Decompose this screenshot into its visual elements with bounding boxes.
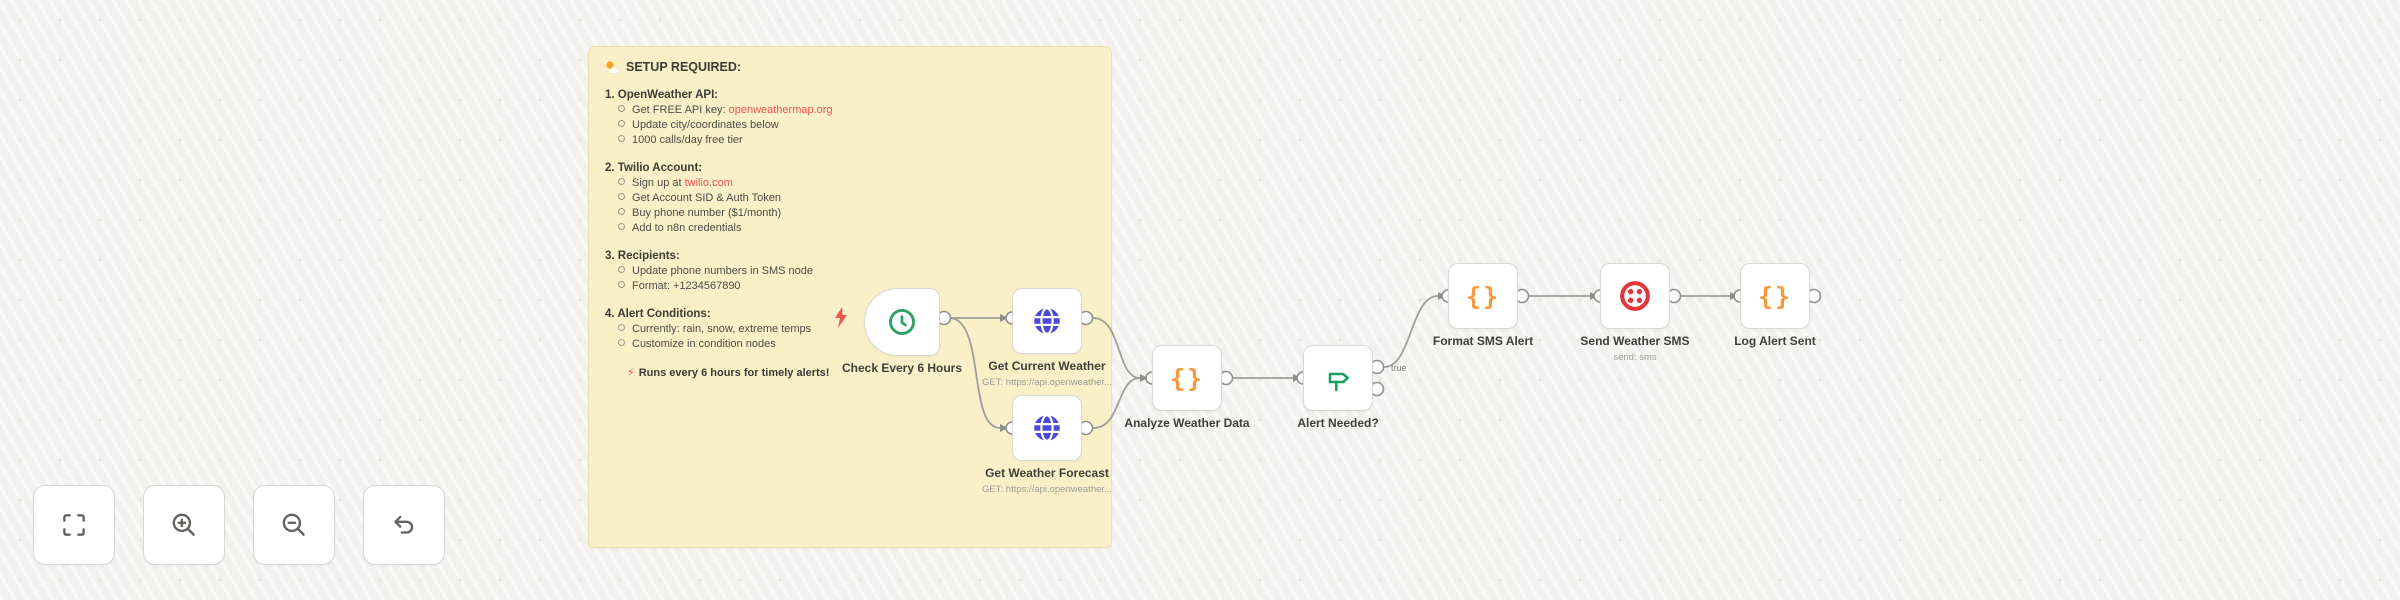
list-item: Add to n8n credentials [618,221,1095,236]
code-icon: {} [1757,281,1793,311]
code-icon: {} [1169,363,1205,393]
sticky-section-recipients: 3. Recipients: Update phone numbers in S… [605,249,1095,294]
node-label: Format SMS Alert [1432,334,1534,348]
node-label: Get Current Weather GET: https://api.ope… [937,359,1157,390]
connection-edge[interactable] [1092,317,1141,379]
reset-zoom-button[interactable] [363,485,445,565]
node-box[interactable] [1303,345,1373,411]
undo-arrow-icon [394,515,414,534]
node-subtitle: GET: https://api.openweather... [982,377,1112,388]
list-item: Update city/coordinates below [618,118,1095,133]
list-item: Get FREE API key: openweathermap.org [618,103,1095,118]
section-heading: 1. OpenWeather API: [605,89,719,101]
bullet-icon [618,324,625,331]
node-box[interactable] [1600,263,1670,329]
fit-view-icon [63,514,85,536]
connection-edge[interactable] [1383,295,1439,368]
section-heading: 4. Alert Conditions: [605,308,711,320]
canvas-controls [33,485,445,565]
list-item: Update phone numbers in SMS node [618,264,1095,279]
list-item: 1000 calls/day free tier [618,133,1095,148]
code-icon: {} [1465,281,1501,311]
twilio-link[interactable]: twilio.com [684,177,733,189]
zoom-in-button[interactable] [143,485,225,565]
sticky-footnote: ⚡Runs every 6 hours for timely alerts! [627,367,830,379]
globe-icon [1034,307,1060,335]
bullet-icon [618,223,625,230]
node-label: Send Weather SMS send: sms [1525,334,1745,365]
bullet-icon [618,266,625,273]
node-label: Get Weather Forecast GET: https://api.op… [937,466,1157,497]
node-log-alert-sent[interactable]: {} Log Alert Sent [1734,263,1816,348]
list-item: Sign up at twilio.com [618,176,1095,191]
node-box[interactable]: {} [1448,263,1518,329]
sun-behind-cloud-icon [606,61,620,74]
bullet-icon [618,120,625,127]
sticky-section-twilio: 2. Twilio Account: Sign up at twilio.com… [605,161,1095,236]
sticky-title-text: SETUP REQUIRED: [626,60,742,74]
list-item: Currently: rain, snow, extreme temps [618,322,1095,337]
node-label: Log Alert Sent [1734,334,1816,348]
node-box[interactable] [1012,395,1082,461]
node-box[interactable]: {} [1152,345,1222,411]
node-box[interactable] [1012,288,1082,354]
node-label: Analyze Weather Data [1124,416,1250,430]
zoom-in-icon [172,513,195,536]
node-alert-needed[interactable]: Alert Needed? [1297,345,1379,430]
sticky-section-openweather: 1. OpenWeather API: Get FREE API key: op… [605,88,1095,148]
section-heading: 3. Recipients: [605,250,680,262]
edge-label-true: true [1391,363,1407,373]
list-item: Buy phone number ($1/month) [618,206,1095,221]
bullet-icon [618,339,625,346]
trigger-lightning-icon [835,307,847,328]
node-subtitle: GET: https://api.openweather... [982,484,1112,495]
node-label: Check Every 6 Hours [841,361,963,375]
node-label: Alert Needed? [1297,416,1379,430]
lightning-icon: ⚡ [627,367,635,379]
connection-edge[interactable] [950,317,1001,429]
zoom-out-icon [282,513,305,536]
bullet-icon [618,105,625,112]
section-heading: 2. Twilio Account: [605,162,703,174]
globe-icon [1034,414,1060,442]
zoom-out-button[interactable] [253,485,335,565]
bullet-icon [618,193,625,200]
node-check-every-6-hours[interactable]: Check Every 6 Hours [842,288,962,375]
zoom-to-fit-button[interactable] [33,485,115,565]
node-send-weather-sms[interactable]: Send Weather SMS send: sms [1580,263,1690,363]
node-analyze-weather-data[interactable]: {} Analyze Weather Data [1124,345,1250,430]
sticky-title: SETUP REQUIRED: [605,60,1095,74]
twilio-icon [1620,281,1650,311]
list-item: Format: +1234567890 [618,279,1095,294]
node-box[interactable]: {} [1740,263,1810,329]
list-item: Get Account SID & Auth Token [618,191,1095,206]
bullet-icon [618,281,625,288]
signpost-icon [1328,372,1349,392]
connection-edge[interactable] [1092,377,1141,429]
bullet-icon [618,135,625,142]
openweathermap-link[interactable]: openweathermap.org [728,104,833,116]
node-subtitle: send: sms [1613,352,1657,363]
bullet-icon [618,178,625,185]
clock-icon [889,309,915,335]
list-item: Customize in condition nodes [618,337,1095,352]
node-get-current-weather[interactable]: Get Current Weather GET: https://api.ope… [982,288,1112,388]
node-box[interactable] [864,288,940,356]
node-format-sms-alert[interactable]: {} Format SMS Alert [1433,263,1533,348]
node-get-weather-forecast[interactable]: Get Weather Forecast GET: https://api.op… [982,395,1112,495]
bullet-icon [618,208,625,215]
sticky-section-alert-conditions: 4. Alert Conditions: Currently: rain, sn… [605,307,1095,352]
